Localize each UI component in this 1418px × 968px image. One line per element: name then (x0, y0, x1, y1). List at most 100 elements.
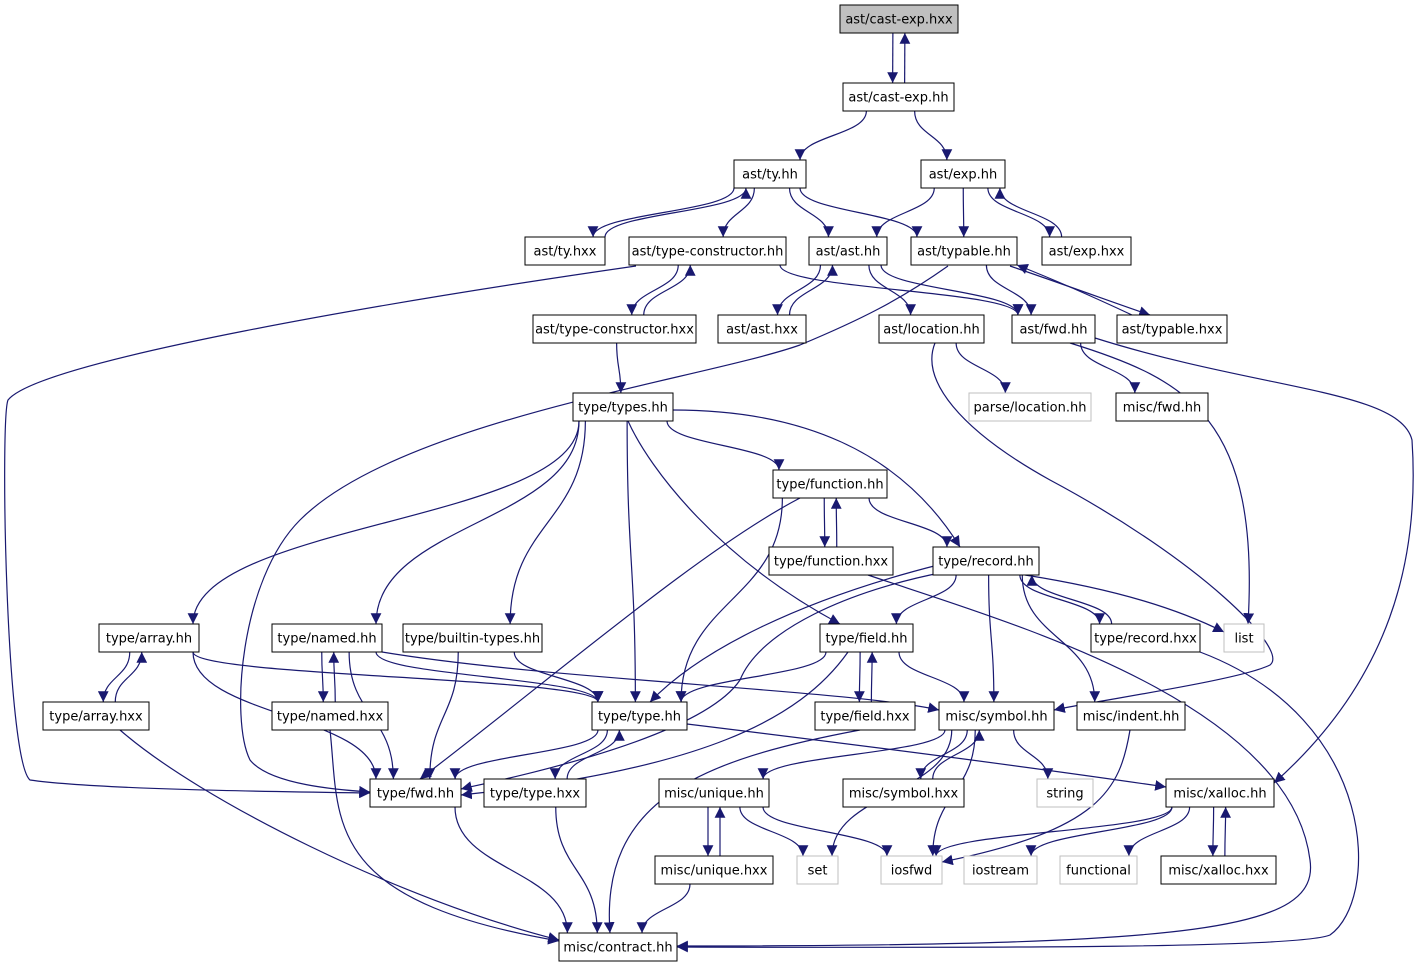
edge-field_hh-to-type_hh (675, 651, 827, 703)
node-label: functional (1066, 864, 1131, 879)
edge-xalloc_hh-to-functional (1123, 806, 1191, 857)
edge-xalloc_hh-to-xalloc_hxx (1207, 806, 1219, 857)
edge-line (1009, 265, 1151, 317)
node-types-hh[interactable]: type/types.hh (572, 392, 674, 422)
edge-line (985, 264, 1037, 316)
node-ast-fwd-hh[interactable]: ast/fwd.hh (1011, 314, 1096, 344)
node-unique-hxx[interactable]: misc/unique.hxx (654, 855, 774, 885)
edge-line (676, 574, 1312, 952)
node-field-hxx[interactable]: type/field.hxx (814, 701, 916, 731)
node-unique-hh[interactable]: misc/unique.hh (658, 778, 770, 808)
node-cast-exp-hxx[interactable]: ast/cast-exp.hxx (839, 4, 959, 34)
edge-xalloc_hh-to-iosfwd (930, 806, 1173, 857)
node-exp-hxx[interactable]: ast/exp.hxx (1041, 236, 1132, 266)
node-typable-hxx[interactable]: ast/typable.hxx (1116, 314, 1228, 344)
node-field-hh[interactable]: type/field.hh (819, 623, 914, 653)
edge-type_hxx-to-contract_hh (555, 806, 603, 934)
node-box (808, 236, 888, 266)
node-label: ast/exp.hh (929, 168, 998, 183)
edge-record_hxx-to-record_hh (1026, 574, 1113, 625)
edge-line (1207, 806, 1219, 857)
node-array-hxx[interactable]: type/array.hxx (42, 701, 150, 731)
node-function-hxx[interactable]: type/function.hxx (768, 546, 894, 576)
node-label: iostream (972, 864, 1029, 879)
node-label: type/types.hh (578, 401, 668, 416)
edge-ty_hh-to-typable_hh (799, 187, 923, 238)
edge-exp_hh-to-ast_hh (871, 187, 935, 238)
edge-record_hh-to-symbol_hh (988, 574, 1000, 703)
edge-line (794, 110, 867, 161)
node-type-ctor-hxx[interactable]: ast/type-constructor.hxx (532, 314, 697, 344)
node-indent-hh[interactable]: misc/indent.hh (1076, 701, 1186, 731)
node-ast-hh[interactable]: ast/ast.hh (808, 236, 888, 266)
edge-line (739, 806, 809, 857)
edge-type_hh-to-type_hxx (549, 729, 608, 780)
node-type-fwd-hh[interactable]: type/fwd.hh (369, 778, 462, 808)
node-box (558, 932, 678, 962)
edge-line (566, 729, 625, 780)
node-record-hxx[interactable]: type/record.hxx (1090, 623, 1201, 653)
edge-named_hxx-to-contract_hh (329, 729, 560, 945)
edge-line (866, 651, 878, 703)
node-label: misc/symbol.hxx (849, 787, 959, 802)
node-ty-hxx[interactable]: ast/ty.hxx (524, 236, 606, 266)
node-box (932, 546, 1040, 576)
node-box (1116, 314, 1228, 344)
edge-function_hh-to-record_hh (868, 497, 953, 548)
node-ast-hxx[interactable]: ast/ast.hxx (717, 314, 807, 344)
node-location-hh[interactable]: ast/location.hh (878, 314, 985, 344)
node-named-hh[interactable]: type/named.hh (271, 623, 383, 653)
node-label: list (1234, 632, 1253, 647)
node-box (572, 392, 674, 422)
node-xalloc-hxx[interactable]: misc/xalloc.hxx (1160, 855, 1277, 885)
node-label: ast/cast-exp.hxx (845, 13, 953, 28)
edge-line (119, 729, 560, 943)
node-label: misc/unique.hh (664, 787, 764, 802)
node-box (98, 623, 200, 653)
node-type-ctor-hh[interactable]: ast/type-constructor.hh (628, 236, 787, 266)
edge-type_ctor_hxx-to-type_ctor_hh (643, 264, 696, 316)
node-box (42, 701, 150, 731)
edge-symbol_hh-to-string (1013, 729, 1054, 780)
node-exp-hh[interactable]: ast/exp.hh (920, 159, 1006, 189)
edge-ast_fwd_hh-to-misc_fwd_hh (1080, 342, 1141, 394)
edge-ast_fwd_hh-to-xalloc_hh (1094, 337, 1414, 784)
node-builtin-hh[interactable]: type/builtin-types.hh (402, 623, 543, 653)
node-function-hh[interactable]: type/function.hh (772, 469, 888, 499)
node-contract-hh[interactable]: misc/contract.hh (558, 932, 678, 962)
node-typable-hh[interactable]: ast/typable.hh (910, 236, 1018, 266)
edge-type_ctor_hh-to-type_fwd_hh (4, 265, 637, 799)
node-label: misc/unique.hxx (661, 864, 768, 879)
node-ty-hh[interactable]: ast/ty.hh (733, 159, 807, 189)
node-symbol-hh[interactable]: misc/symbol.hh (938, 701, 1055, 731)
node-type-hh[interactable]: type/type.hh (591, 701, 688, 731)
node-label: set (808, 864, 828, 879)
node-box (842, 82, 955, 112)
node-cast-exp-hh[interactable]: ast/cast-exp.hh (842, 82, 955, 112)
node-box (1076, 701, 1186, 731)
node-label: type/type.hh (598, 710, 681, 725)
edge-ast_fwd_hh-to-list (1069, 342, 1255, 625)
node-misc-fwd-hh[interactable]: misc/fwd.hh (1115, 392, 1209, 422)
node-xalloc-hh[interactable]: misc/xalloc.hh (1165, 778, 1275, 808)
edge-line (871, 187, 935, 238)
node-box (842, 778, 965, 808)
node-symbol-hxx[interactable]: misc/symbol.hxx (842, 778, 965, 808)
node-box (628, 236, 787, 266)
node-label: type/field.hh (825, 632, 907, 647)
node-label: type/function.hxx (774, 555, 889, 570)
node-functional: functional (1059, 855, 1138, 885)
edge-line (328, 651, 340, 703)
node-type-hxx[interactable]: type/type.hxx (483, 778, 587, 808)
node-record-hh[interactable]: type/record.hh (932, 546, 1040, 576)
edge-line (549, 729, 608, 780)
edge-record_hxx-to-contract_hh (676, 651, 1360, 953)
node-label: ast/ty.hh (742, 168, 798, 183)
edges-layer (4, 32, 1414, 953)
node-label: misc/contract.hh (563, 941, 672, 956)
edge-line (930, 806, 1173, 857)
node-array-hh[interactable]: type/array.hh (98, 623, 200, 653)
edge-type_hh-to-type_fwd_hh (449, 729, 599, 780)
node-box (271, 623, 383, 653)
node-named-hxx[interactable]: type/named.hxx (271, 701, 389, 731)
